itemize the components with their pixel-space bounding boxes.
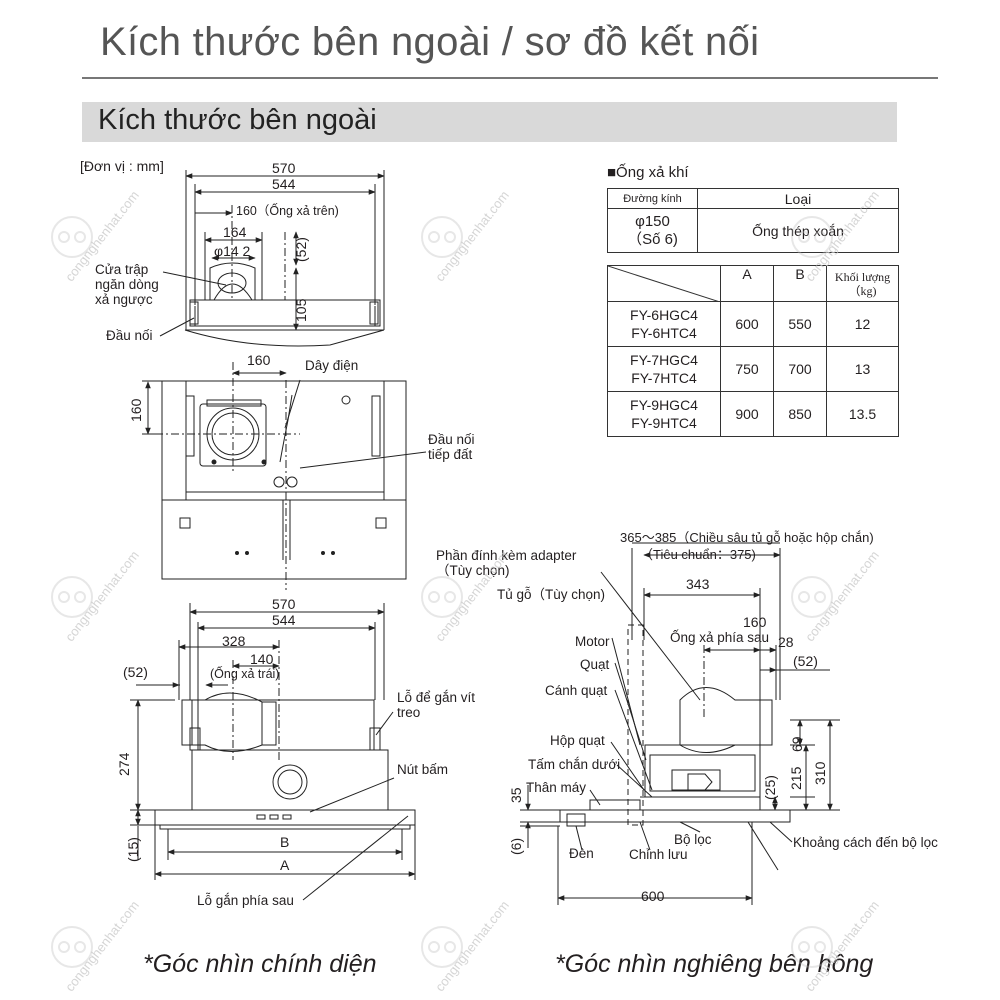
- front-dim-a: A: [280, 857, 290, 873]
- front-dim-52: (52): [123, 664, 148, 680]
- model-b-value: 850: [773, 391, 827, 437]
- front-dim-328: 328: [222, 633, 246, 649]
- side-dim-standard: （Tiêu chuẩn：375): [640, 547, 756, 562]
- label-fan-box: Hộp quạt: [550, 733, 605, 748]
- watermark-logo-icon: [421, 926, 463, 968]
- label-body: Thân máy: [526, 780, 587, 795]
- side-dim-343: 343: [686, 576, 710, 592]
- label-light: Đèn: [569, 846, 594, 861]
- top-dim-160-upper: 160（Ống xả trên): [236, 204, 339, 218]
- label-lower-plate: Tấm chắn dưới: [528, 757, 621, 772]
- watermark-logo-icon: [421, 576, 463, 618]
- top-dim-544: 544: [272, 176, 296, 192]
- title-divider: [82, 77, 938, 79]
- duct-table-heading: ■Ống xả khí: [607, 164, 689, 181]
- top-dim-164: 164: [223, 224, 247, 240]
- label-motor: Motor: [575, 634, 610, 649]
- label-ground-terminal: Đầu nối tiếp đất: [428, 432, 475, 462]
- label-check-valve: Cửa trập ngăn dòng xả ngược: [95, 262, 159, 307]
- table-row: FY-6HGC4 FY-6HTC4 600 550 12: [607, 301, 899, 347]
- section-title: Kích thước bên ngoài: [98, 104, 377, 136]
- duct-col-diameter: Đường kính: [607, 188, 698, 209]
- label-screw-hole: Lỗ để gắn vít treo: [397, 690, 476, 720]
- label-blade: Cánh quạt: [545, 683, 608, 698]
- side-dim-600: 600: [641, 888, 665, 904]
- table-row: FY-9HGC4 FY-9HTC4 900 850 13.5: [607, 391, 899, 437]
- side-dim-160-note: Ống xả phía sau: [670, 630, 770, 645]
- caption-front-view: *Góc nhìn chính diện: [143, 950, 377, 978]
- model-weight-value: 13.5: [826, 391, 899, 437]
- side-dim-depth: 365～385（Chiều sâu tủ gỗ hoặc hộp chắn): [620, 530, 874, 545]
- watermark-logo-icon: [791, 576, 833, 618]
- top-view-drawing: [159, 170, 385, 347]
- model-a-value: 600: [720, 301, 774, 347]
- model-name: FY-9HGC4 FY-9HTC4: [607, 391, 721, 437]
- side-dim-160: 160: [743, 614, 767, 630]
- side-dim-52: (52): [793, 653, 818, 669]
- model-weight-value: 12: [826, 301, 899, 347]
- front-view-drawing: [130, 603, 416, 901]
- plan-dim-160-h: 160: [247, 352, 271, 368]
- label-connector: Đầu nối: [106, 328, 153, 343]
- watermark-logo-icon: [51, 576, 93, 618]
- label-adapter: Phần đính kèm adapter （Tùy chọn): [436, 548, 577, 578]
- front-dim-570: 570: [272, 596, 296, 612]
- duct-type-value: Ống thép xoắn: [697, 208, 899, 253]
- front-dim-140-note: (Ống xả trái): [210, 667, 280, 681]
- label-button: Nút bấm: [397, 762, 449, 777]
- label-fan: Quạt: [580, 657, 610, 672]
- label-flow-straightener: Chỉnh lưu: [629, 847, 688, 862]
- top-dim-phi142: φ14 2: [214, 243, 251, 259]
- side-dim-28: 28: [778, 634, 794, 650]
- corner-diagonal: [608, 266, 720, 302]
- table-row: FY-7HGC4 FY-7HTC4 750 700 13: [607, 346, 899, 392]
- front-dim-140: 140: [250, 651, 274, 667]
- watermark-logo-icon: [421, 216, 463, 258]
- section-bar: [82, 102, 897, 142]
- model-b-value: 700: [773, 346, 827, 392]
- duct-diameter-value: φ150 （Số 6): [607, 208, 698, 253]
- front-dim-544: 544: [272, 612, 296, 628]
- model-table: A B Khối lượng （kg) FY-6HGC4 FY-6HTC4 60…: [607, 265, 899, 437]
- label-cabinet: Tủ gỗ（Tùy chọn): [497, 587, 606, 602]
- model-a-value: 900: [720, 391, 774, 437]
- label-rear-hole: Lỗ gắn phía sau: [197, 893, 294, 908]
- watermark-logo-icon: [791, 216, 833, 258]
- model-weight-value: 13: [826, 346, 899, 392]
- model-name: FY-7HGC4 FY-7HTC4: [607, 346, 721, 392]
- model-b-value: 550: [773, 301, 827, 347]
- duct-table: Đường kính Loại φ150 （Số 6) Ống thép xoắ…: [607, 188, 899, 253]
- top-dim-570: 570: [272, 160, 296, 176]
- label-filter-gap: Khoảng cách đến bộ lọc: [793, 835, 938, 850]
- side-view-drawing: [520, 542, 840, 905]
- label-filter: Bộ lọc: [674, 832, 712, 847]
- unit-label: [Đơn vị : mm]: [80, 158, 164, 174]
- watermark-logo-icon: [51, 216, 93, 258]
- caption-side-view: *Góc nhìn nghiêng bên hông: [555, 950, 874, 978]
- watermark-logo-icon: [791, 926, 833, 968]
- model-table-corner: [607, 265, 721, 302]
- front-dim-b: B: [280, 834, 290, 850]
- page-title: Kích thước bên ngoài / sơ đồ kết nối: [100, 20, 760, 64]
- label-power-cord: Dây điện: [305, 358, 359, 373]
- watermark-logo-icon: [51, 926, 93, 968]
- plan-view-drawing: [142, 362, 427, 590]
